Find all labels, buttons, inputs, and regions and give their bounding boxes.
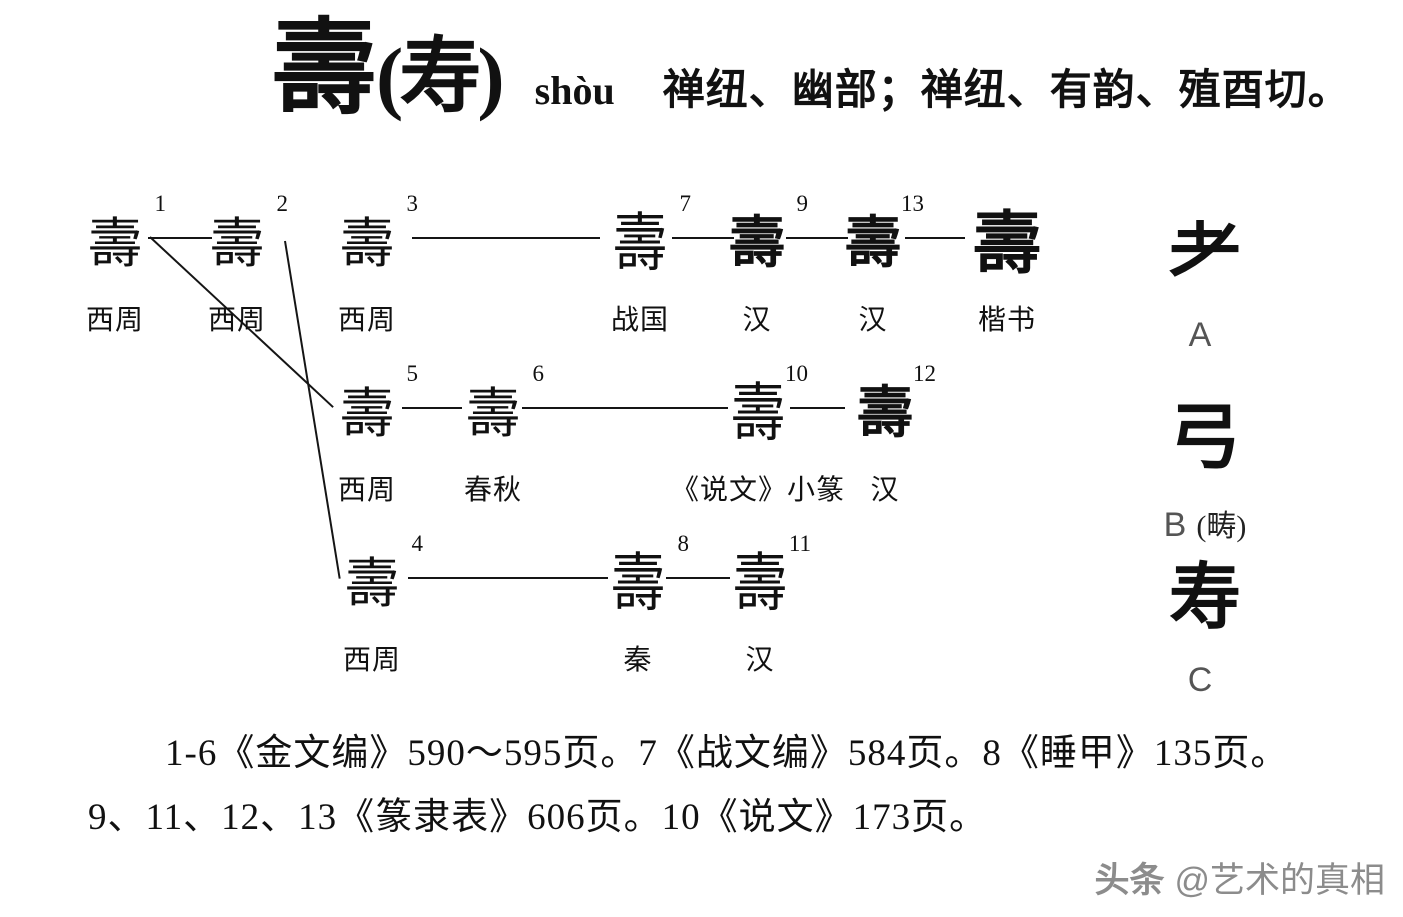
- kaishu-glyph: 壽: [972, 206, 1041, 283]
- footnote-line-2: 9、11、12、13《篆隶表》606页。10《说文》173页。: [88, 797, 988, 838]
- side-form-C: 寿 C: [1150, 543, 1260, 700]
- glyph-number: 7: [679, 191, 692, 216]
- watermark: 头条 @艺术的真相: [1094, 852, 1385, 903]
- page-header: 壽 (寿) shòu 禅纽、幽部；禅纽、有韵、殖酉切。: [272, 18, 1351, 122]
- era-label: 《说文》小篆: [670, 475, 845, 506]
- side-form-B: 弓 B (畴): [1150, 383, 1260, 545]
- era-label: 西周: [85, 305, 144, 336]
- connector-line: [666, 577, 730, 579]
- pinyin-reading: shòu: [534, 68, 615, 113]
- connector-line: [522, 407, 728, 409]
- ancient-glyph-5: 壽: [340, 384, 394, 445]
- ancient-glyph-7: 壽: [613, 208, 667, 280]
- connector-line: [402, 407, 462, 409]
- glyph-number: 12: [913, 361, 936, 386]
- reference-label-A: A: [1188, 316, 1212, 354]
- glyph-number: 8: [677, 531, 690, 556]
- ancient-glyph-13: 壽: [845, 213, 901, 276]
- glyph-number: 6: [532, 361, 545, 386]
- reference-glyph-A: 耂: [1168, 213, 1241, 293]
- connector-line: [790, 407, 845, 409]
- ancient-glyph-8: 壽: [611, 548, 665, 620]
- era-label: 西周: [337, 305, 396, 336]
- reference-glyph-C: 寿: [1168, 558, 1241, 638]
- era-label: 战国: [610, 305, 669, 336]
- footnote-line-1: 1-6《金文编》590～595页。7《战文编》584页。8《睡甲》135页。: [165, 733, 1289, 774]
- headword-traditional: 壽: [272, 12, 377, 127]
- reference-label-B: B: [1163, 506, 1187, 544]
- ancient-glyph-3: 壽: [340, 214, 394, 275]
- glyph-number: 4: [411, 531, 424, 556]
- glyph-number: 1: [154, 191, 167, 216]
- glyph-number: 9: [796, 191, 809, 216]
- glyph-number: 11: [788, 531, 811, 556]
- reference-note: (畴): [1196, 510, 1247, 543]
- era-label: 楷书: [977, 305, 1036, 336]
- glyph-number: 5: [406, 361, 419, 386]
- ancient-glyph-9: 壽: [729, 213, 785, 276]
- reference-glyph-B: 弓: [1168, 398, 1241, 478]
- glyph-cell-kaishu: 壽 楷书: [962, 196, 1052, 338]
- era-label: 西周: [342, 645, 401, 676]
- era-label: 秦: [623, 645, 653, 676]
- glyph-number: 2: [276, 191, 289, 216]
- connector-line: [905, 237, 965, 239]
- era-label: 西周: [207, 305, 266, 336]
- ancient-glyph-4: 壽: [345, 554, 399, 615]
- connector-line: [786, 237, 848, 239]
- glyph-number: 10: [785, 361, 808, 386]
- era-label: 西周: [337, 475, 396, 506]
- headword-simplified: (寿): [376, 31, 505, 122]
- era-label: 汉: [745, 645, 775, 676]
- ancient-glyph-12: 壽: [857, 383, 913, 446]
- connector-line: [412, 237, 600, 239]
- phonology-note: 禅纽、幽部；禅纽、有韵、殖酉切。: [662, 66, 1351, 113]
- ancient-glyph-2: 壽: [210, 214, 264, 275]
- watermark-brand: 头条: [1094, 861, 1165, 900]
- glyph-number: 13: [901, 191, 924, 216]
- reference-label-C: C: [1187, 661, 1213, 699]
- connector-line: [148, 237, 212, 239]
- era-label: 汉: [858, 305, 888, 336]
- ancient-glyph-1: 壽: [88, 214, 142, 275]
- connector-line: [672, 237, 734, 239]
- glyph-number: 3: [406, 191, 419, 216]
- era-label: 汉: [870, 475, 900, 506]
- ancient-glyph-6: 壽: [466, 384, 520, 445]
- connector-line: [408, 577, 608, 579]
- watermark-handle: @艺术的真相: [1174, 861, 1385, 900]
- ancient-glyph-11: 壽: [733, 548, 787, 620]
- side-form-A: 耂 A: [1150, 198, 1260, 355]
- era-label: 春秋: [463, 475, 522, 506]
- ancient-glyph-10: 壽: [731, 378, 785, 450]
- era-label: 汉: [742, 305, 772, 336]
